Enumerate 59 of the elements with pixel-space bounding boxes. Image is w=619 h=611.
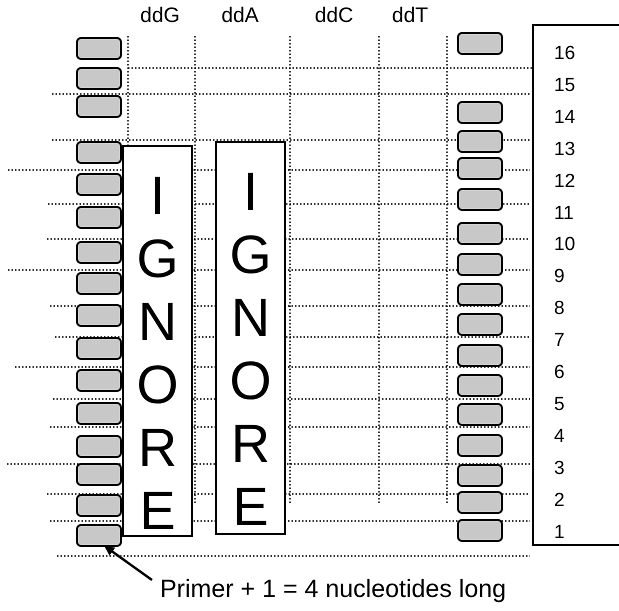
gel-band	[457, 222, 503, 245]
fragment-length: 12	[554, 170, 576, 193]
fragment-length: 11	[554, 202, 574, 224]
fragment-length: 3	[554, 458, 565, 480]
fragment-length: 2	[554, 490, 565, 512]
gel-band	[457, 434, 503, 457]
overlay-text: IGNORE	[228, 161, 272, 539]
gel-band	[76, 173, 122, 196]
ignore-overlay-box	[122, 145, 193, 537]
fragment-length: 15	[554, 74, 576, 97]
gel-band	[76, 206, 122, 229]
fragment-length: 16	[554, 43, 576, 65]
gel-band	[457, 283, 503, 306]
gel-band	[457, 130, 503, 153]
gel-band	[457, 32, 503, 55]
gel-band	[76, 67, 122, 90]
gel-band	[457, 374, 503, 397]
fragment-length: 8	[554, 298, 565, 320]
gel-band	[457, 157, 503, 180]
gel-band	[457, 519, 503, 542]
gel-band	[457, 491, 503, 514]
fragment-length: 7	[554, 330, 565, 352]
gel-band	[76, 272, 122, 295]
fragment-length: 10	[554, 234, 576, 256]
gel-band	[457, 313, 503, 336]
gel-band	[76, 435, 122, 458]
lane-label: ddC	[314, 4, 354, 28]
lane-label: ddT	[392, 4, 428, 28]
gel-band	[76, 304, 122, 327]
gel-band	[76, 37, 122, 60]
gel-band	[457, 101, 503, 124]
lane-label: ddA	[221, 4, 259, 28]
gel-band	[457, 188, 503, 211]
gel-band	[76, 369, 122, 392]
fragment-length: 1	[554, 522, 565, 544]
leader-arrow	[104, 546, 153, 582]
fragment-length: 6	[554, 362, 565, 384]
gel-band	[457, 464, 503, 487]
gel-band	[76, 524, 122, 547]
fragment-length: 14	[554, 106, 576, 129]
fragment-length: 9	[554, 266, 565, 288]
gel-band	[76, 337, 122, 360]
gel-band	[457, 253, 503, 276]
gel-band	[457, 403, 503, 426]
gel-band	[76, 241, 122, 264]
gel-band	[76, 494, 122, 517]
gel-band	[76, 95, 122, 118]
gel-band	[76, 402, 122, 425]
size-ladder-box	[532, 24, 619, 546]
ignore-overlay-box	[215, 141, 286, 535]
gel-band	[76, 141, 122, 164]
fragment-length: 5	[554, 394, 565, 416]
gel-band	[457, 344, 503, 367]
gel-band	[76, 463, 122, 486]
fragment-length: 4	[554, 426, 565, 448]
fragment-length: 13	[554, 138, 576, 161]
overlay-text: IGNORE	[135, 165, 180, 543]
lane-label: ddG	[140, 4, 180, 28]
annotation-text: Primer + 1 = 4 nucleotides long	[160, 572, 506, 606]
